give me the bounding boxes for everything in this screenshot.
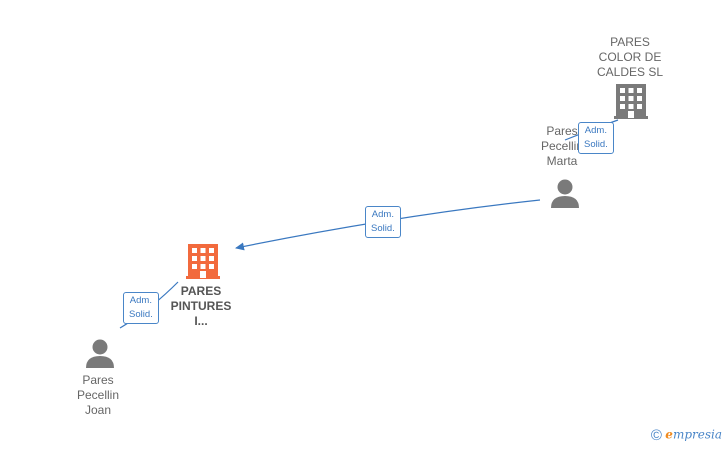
brand-watermark: © empresia (651, 427, 722, 444)
copyright-icon: © (650, 427, 662, 444)
brand-initial: e (665, 427, 673, 442)
brand-name: mpresia (672, 427, 722, 442)
building-icon[interactable] (186, 244, 220, 279)
person-joan-label[interactable]: Pares Pecellin Joan (76, 373, 120, 417)
building-icon[interactable] (614, 84, 648, 119)
person-icon[interactable] (86, 339, 114, 369)
person-icon[interactable] (551, 179, 579, 209)
edge-label-joan-main[interactable]: Adm. Solid. (123, 292, 159, 324)
company-main-label[interactable]: PARES PINTURES I... (170, 284, 232, 328)
edge-label-marta-top[interactable]: Adm. Solid. (578, 122, 614, 154)
edge-label-marta-main[interactable]: Adm. Solid. (365, 206, 401, 238)
company-top-label[interactable]: PARES COLOR DE CALDES SL (596, 35, 664, 79)
person-marta-label[interactable]: Pares Pecellin Marta (540, 124, 584, 168)
